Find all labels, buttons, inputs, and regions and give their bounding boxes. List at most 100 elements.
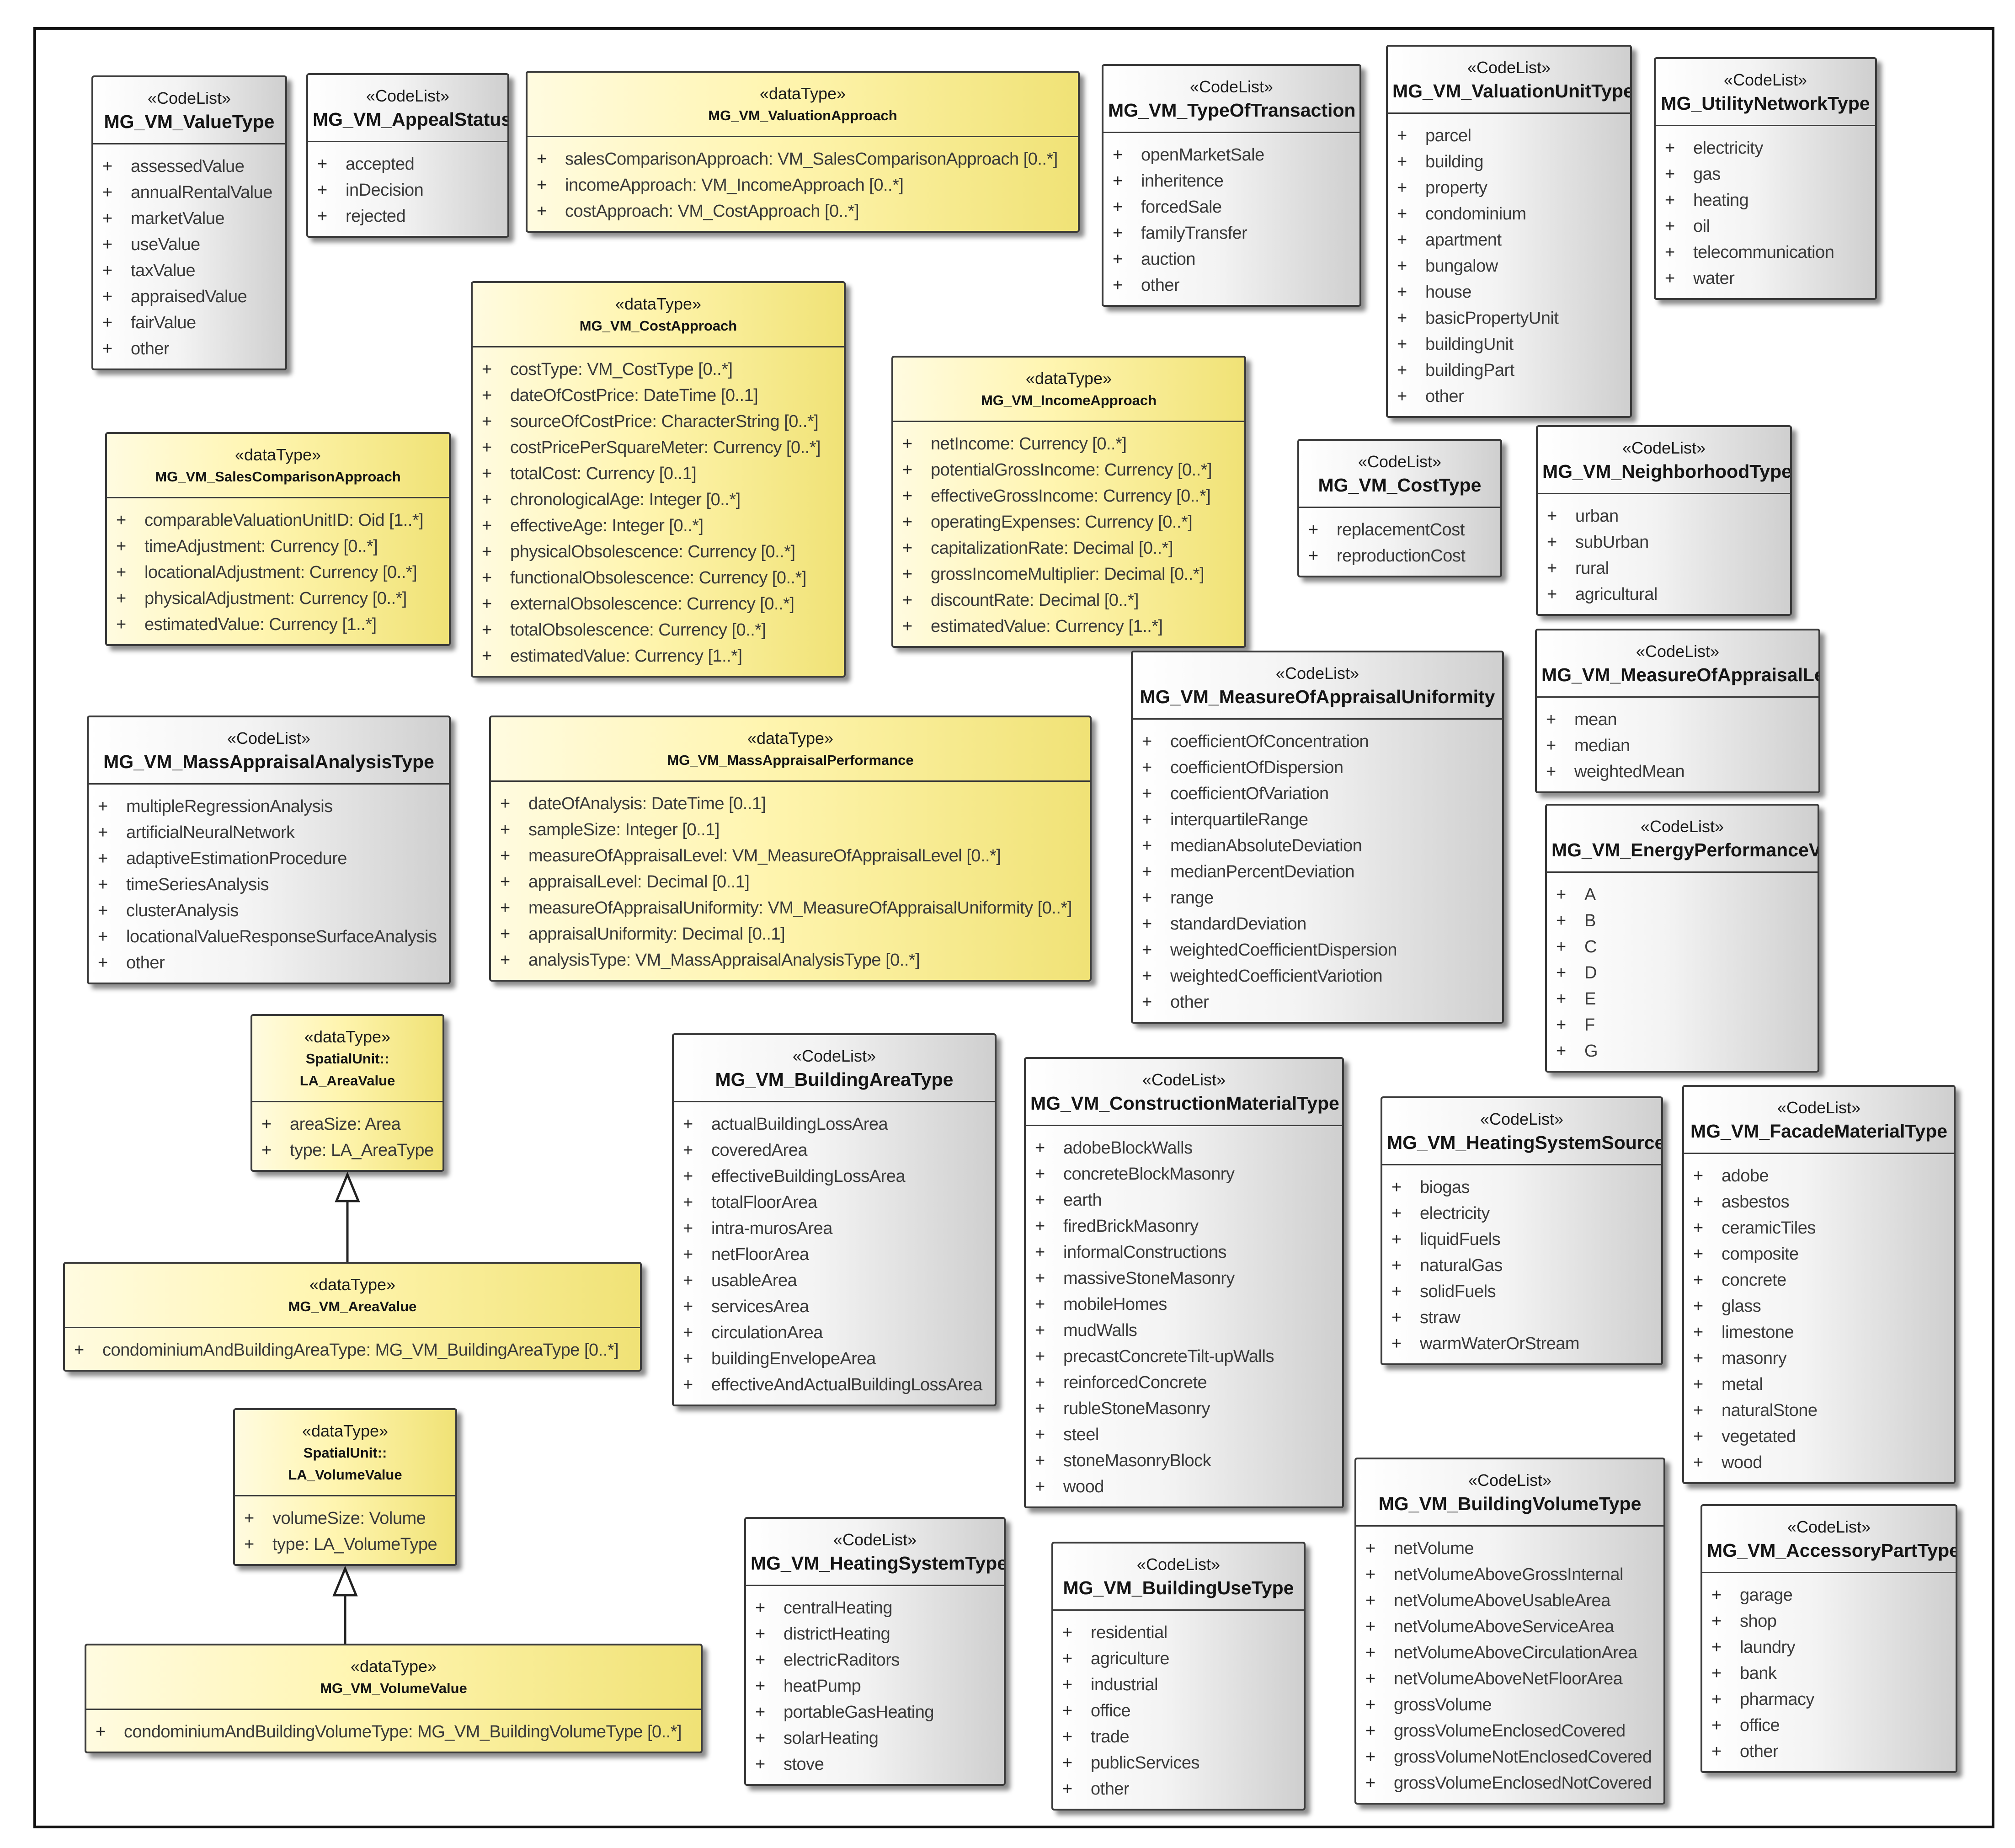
class-box-mg-vm-mass-appraisal-analysis-type[interactable]: «CodeList»MG_VM_MassAppraisalAnalysisTyp…: [87, 716, 451, 984]
attribute-row: +apartment: [1397, 227, 1626, 253]
public-visibility-icon: +: [683, 1323, 693, 1342]
public-visibility-icon: +: [1365, 1721, 1375, 1741]
class-box-mg-vm-measure-of-appraisal-uniformity[interactable]: «CodeList»MG_VM_MeasureOfAppraisalUnifor…: [1131, 651, 1504, 1024]
class-name: MG_VM_AreaValue: [288, 1298, 417, 1314]
class-name: MG_VM_MeasureOfAppraisalLevel: [1541, 664, 1820, 685]
class-box-mg-vm-energy-performance-value[interactable]: «CodeList»MG_VM_EnergyPerformanceValue+A…: [1545, 804, 1819, 1073]
attribute-text: accepted: [346, 155, 415, 174]
class-name: MG_VM_MassAppraisalAnalysisType: [103, 751, 434, 772]
public-visibility-icon: +: [98, 927, 108, 946]
class-box-mg-vm-cost-type[interactable]: «CodeList»MG_VM_CostType+replacementCost…: [1297, 439, 1502, 577]
public-visibility-icon: +: [1062, 1649, 1072, 1668]
public-visibility-icon: +: [116, 615, 126, 634]
attribute-text: centralHeating: [784, 1598, 893, 1618]
attribute-row: +oil: [1665, 214, 1871, 240]
attribute-row: +residential: [1062, 1620, 1299, 1646]
class-box-mg-vm-heating-system-type[interactable]: «CodeList»MG_VM_HeatingSystemType+centra…: [744, 1517, 1006, 1786]
attribute-text: shop: [1740, 1612, 1777, 1631]
class-box-mg-vm-type-of-transaction[interactable]: «CodeList»MG_VM_TypeOfTransaction+openMa…: [1102, 64, 1361, 307]
public-visibility-icon: +: [482, 438, 492, 457]
public-visibility-icon: +: [1035, 1243, 1045, 1262]
attribute-row: +locationalAdjustment: Currency [0..*]: [116, 560, 444, 586]
class-box-mg-vm-appeal-status[interactable]: «CodeList»MG_VM_AppealStatus+accepted+in…: [306, 73, 509, 238]
class-header: «CodeList»MG_VM_ValuationUnitType: [1388, 47, 1630, 114]
public-visibility-icon: +: [1556, 937, 1566, 956]
attribute-row: +coefficientOfDispersion: [1142, 755, 1498, 781]
class-header: «CodeList»MG_VM_BuildingAreaType: [674, 1035, 995, 1102]
stereotype-label: «CodeList»: [1777, 1098, 1861, 1117]
public-visibility-icon: +: [902, 617, 912, 636]
public-visibility-icon: +: [116, 589, 126, 608]
class-box-mg-vm-mass-appraisal-performance[interactable]: «dataType»MG_VM_MassAppraisalPerformance…: [489, 716, 1092, 982]
public-visibility-icon: +: [1693, 1166, 1703, 1186]
attribute-compartment: +biogas+electricity+liquidFuels+naturalG…: [1382, 1165, 1661, 1363]
class-box-mg-vm-heating-system-source[interactable]: «CodeList»MG_VM_HeatingSystemSource+biog…: [1381, 1096, 1663, 1365]
public-visibility-icon: +: [1142, 810, 1152, 829]
attribute-row: +netVolumeAboveCirculationArea: [1365, 1640, 1659, 1666]
attribute-text: measureOfAppraisalUniformity: VM_Measure…: [528, 898, 1072, 918]
public-visibility-icon: +: [1308, 520, 1318, 539]
attribute-compartment: +centralHeating+districtHeating+electric…: [746, 1586, 1004, 1784]
attribute-compartment: +netVolume+netVolumeAboveGrossInternal+n…: [1356, 1527, 1663, 1803]
class-box-mg-vm-area-value[interactable]: «dataType»MG_VM_AreaValue+condominiumAnd…: [63, 1262, 642, 1372]
attribute-row: +E: [1556, 986, 1813, 1012]
class-box-mg-utility-network-type[interactable]: «CodeList»MG_UtilityNetworkType+electric…: [1654, 57, 1877, 300]
attribute-row: +water: [1665, 266, 1871, 292]
attribute-row: +heatPump: [755, 1673, 999, 1699]
class-box-mg-vm-building-area-type[interactable]: «CodeList»MG_VM_BuildingAreaType+actualB…: [672, 1033, 997, 1406]
attribute-text: costType: VM_CostType [0..*]: [510, 360, 733, 379]
class-box-mg-vm-valuation-approach[interactable]: «dataType»MG_VM_ValuationApproach+salesC…: [526, 71, 1080, 233]
attribute-text: concrete: [1722, 1271, 1786, 1290]
class-header: «CodeList»MG_VM_HeatingSystemSource: [1382, 1098, 1661, 1165]
class-box-mg-vm-income-approach[interactable]: «dataType»MG_VM_IncomeApproach+netIncome…: [891, 356, 1246, 648]
class-box-mg-vm-facade-material-type[interactable]: «CodeList»MG_VM_FacadeMaterialType+adobe…: [1682, 1085, 1956, 1484]
public-visibility-icon: +: [755, 1703, 765, 1722]
class-box-mg-vm-sales-comparison-approach[interactable]: «dataType»MG_VM_SalesComparisonApproach+…: [105, 432, 451, 646]
public-visibility-icon: +: [683, 1245, 693, 1264]
attribute-text: appraisedValue: [131, 287, 247, 306]
class-box-mg-vm-accessory-part-type[interactable]: «CodeList»MG_VM_AccessoryPartType+garage…: [1700, 1504, 1957, 1773]
attribute-row: +auction: [1113, 246, 1355, 272]
attribute-text: rural: [1575, 559, 1609, 578]
attribute-text: gas: [1693, 165, 1721, 184]
attribute-text: externalObsolescence: Currency [0..*]: [510, 594, 794, 614]
class-box-la-volume-value[interactable]: «dataType»SpatialUnit::LA_VolumeValue+vo…: [233, 1408, 457, 1566]
class-box-mg-vm-building-volume-type[interactable]: «CodeList»MG_VM_BuildingVolumeType+netVo…: [1354, 1458, 1665, 1805]
attribute-text: precastConcreteTilt-upWalls: [1063, 1347, 1274, 1366]
stereotype-label: «CodeList»: [1723, 70, 1807, 89]
attribute-text: urban: [1575, 507, 1619, 526]
public-visibility-icon: +: [1665, 243, 1675, 262]
class-box-mg-vm-volume-value[interactable]: «dataType»MG_VM_VolumeValue+condominiumA…: [85, 1644, 703, 1753]
attribute-text: industrial: [1091, 1675, 1158, 1694]
class-box-mg-vm-construction-material-type[interactable]: «CodeList»MG_VM_ConstructionMaterialType…: [1024, 1057, 1344, 1508]
public-visibility-icon: +: [1556, 885, 1566, 904]
attribute-text: concreteBlockMasonry: [1063, 1164, 1235, 1184]
attribute-row: +areaSize: Area: [261, 1111, 438, 1138]
attribute-row: +costPricePerSquareMeter: Currency [0..*…: [482, 435, 839, 461]
public-visibility-icon: +: [902, 486, 912, 506]
attribute-text: other: [1740, 1742, 1779, 1761]
attribute-compartment: +areaSize: Area+type: LA_AreaType: [252, 1102, 442, 1170]
public-visibility-icon: +: [1142, 732, 1152, 751]
stereotype-label: «CodeList»: [1787, 1517, 1871, 1536]
public-visibility-icon: +: [1556, 989, 1566, 1009]
class-box-mg-vm-value-type[interactable]: «CodeList»MG_VM_ValueType+assessedValue+…: [91, 75, 287, 370]
class-box-mg-vm-neighborhood-type[interactable]: «CodeList»MG_VM_NeighborhoodType+urban+s…: [1536, 425, 1792, 616]
class-name: MG_VM_HeatingSystemType: [751, 1553, 1006, 1574]
stereotype-label: «CodeList»: [1358, 452, 1442, 471]
attribute-row: +solarHeating: [755, 1725, 999, 1752]
attribute-row: +discountRate: Decimal [0..*]: [902, 588, 1240, 614]
attribute-text: timeAdjustment: Currency [0..*]: [144, 537, 378, 556]
attribute-row: +reproductionCost: [1308, 543, 1496, 569]
class-box-mg-vm-cost-approach[interactable]: «dataType»MG_VM_CostApproach+costType: V…: [471, 281, 846, 678]
public-visibility-icon: +: [1693, 1323, 1703, 1342]
class-box-mg-vm-measure-of-appraisal-level[interactable]: «CodeList»MG_VM_MeasureOfAppraisalLevel+…: [1535, 629, 1820, 793]
public-visibility-icon: +: [1035, 1269, 1045, 1288]
attribute-text: discountRate: Decimal [0..*]: [931, 591, 1139, 610]
attribute-text: inDecision: [346, 181, 424, 200]
class-box-mg-vm-valuation-unit-type[interactable]: «CodeList»MG_VM_ValuationUnitType+parcel…: [1386, 45, 1632, 418]
attribute-row: +solidFuels: [1391, 1279, 1657, 1305]
class-name: MG_VM_ConstructionMaterialType: [1030, 1093, 1339, 1114]
class-box-la-area-value[interactable]: «dataType»SpatialUnit::LA_AreaValue+area…: [251, 1014, 444, 1172]
class-box-mg-vm-building-use-type[interactable]: «CodeList»MG_VM_BuildingUseType+resident…: [1051, 1542, 1306, 1811]
